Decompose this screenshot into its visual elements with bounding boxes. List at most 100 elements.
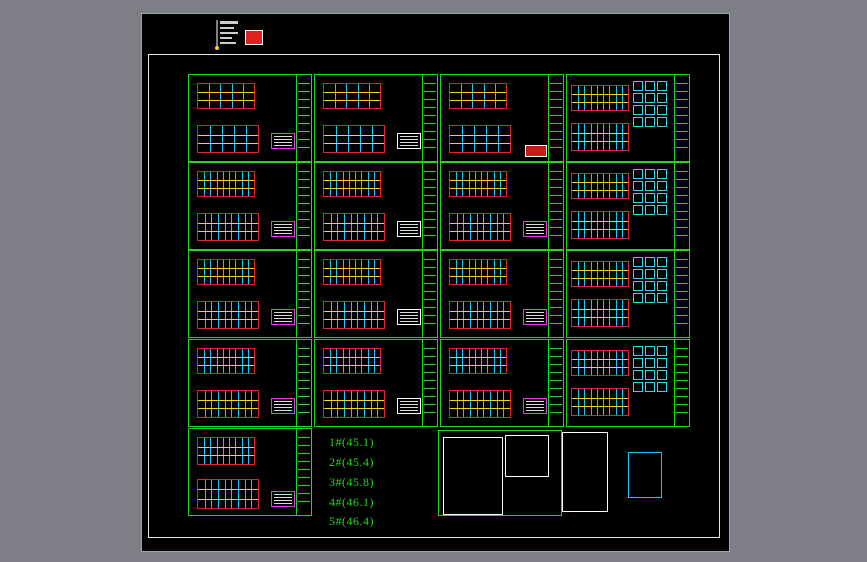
grid-axis xyxy=(498,126,499,152)
drawing-sheet[interactable] xyxy=(440,339,564,427)
grid-axis xyxy=(578,124,579,150)
grid-axis xyxy=(462,349,463,373)
floor-plan xyxy=(323,390,385,418)
grid-axis xyxy=(245,391,246,417)
floor-plan xyxy=(323,348,381,374)
grid-axis xyxy=(597,351,598,375)
grid-axis xyxy=(229,349,230,373)
grid-axis xyxy=(469,172,470,196)
grid-axis xyxy=(251,480,252,508)
grid-axis xyxy=(361,172,362,196)
dimension-line xyxy=(450,357,506,358)
dimension-line xyxy=(198,365,254,366)
legend-card[interactable] xyxy=(628,452,662,498)
dimension-line xyxy=(198,357,254,358)
grid-axis xyxy=(591,86,592,110)
dimension-line xyxy=(450,268,506,269)
grid-axis xyxy=(477,391,478,417)
dimension-line xyxy=(198,311,258,312)
grid-axis xyxy=(475,349,476,373)
drawing-sheet[interactable] xyxy=(188,74,312,162)
floor-plan xyxy=(449,348,507,374)
drawing-sheet[interactable] xyxy=(566,250,690,338)
drawing-sheet[interactable] xyxy=(314,250,438,338)
grid-axis xyxy=(578,86,579,110)
drawing-sheet[interactable] xyxy=(566,339,690,427)
drawing-sheet[interactable] xyxy=(440,250,564,338)
floor-plan xyxy=(197,390,259,418)
grid-axis xyxy=(374,349,375,373)
dimension-line xyxy=(450,135,510,136)
drawing-sheet[interactable] xyxy=(314,74,438,162)
grid-axis xyxy=(603,212,604,238)
drawing-sheet[interactable] xyxy=(188,162,312,250)
dimension-line xyxy=(324,92,380,93)
grid-axis xyxy=(469,260,470,284)
grid-axis xyxy=(483,391,484,417)
floor-plan xyxy=(197,125,259,153)
grid-axis xyxy=(204,172,205,196)
drawing-sheet[interactable] xyxy=(566,74,690,162)
floor-plan xyxy=(571,85,629,111)
grid-axis xyxy=(490,391,491,417)
title-block xyxy=(296,163,311,249)
grid-axis xyxy=(597,174,598,198)
grid-axis xyxy=(377,214,378,240)
grid-axis xyxy=(225,302,226,328)
floor-plan xyxy=(449,171,507,197)
dimension-line xyxy=(572,94,628,95)
grid-axis xyxy=(205,391,206,417)
detail-sheet[interactable] xyxy=(438,430,562,516)
grid-axis xyxy=(364,214,365,240)
grid-axis xyxy=(470,302,471,328)
grid-axis xyxy=(217,172,218,196)
drawing-sheet[interactable] xyxy=(188,250,312,338)
grid-axis xyxy=(622,389,623,415)
dimension-line xyxy=(324,408,384,409)
drawing-sheet[interactable] xyxy=(188,428,312,516)
grid-axis xyxy=(368,260,369,284)
grid-axis xyxy=(475,172,476,196)
dimension-line xyxy=(450,188,506,189)
floor-plan xyxy=(571,211,629,239)
grid-axis xyxy=(218,391,219,417)
grid-axis xyxy=(218,480,219,508)
grid-axis xyxy=(368,349,369,373)
drawing-sheet[interactable] xyxy=(314,162,438,250)
notes-block xyxy=(271,491,295,507)
drawing-sheet[interactable] xyxy=(566,162,690,250)
grid-axis xyxy=(372,126,373,152)
grid-axis xyxy=(343,349,344,373)
dimension-line xyxy=(198,143,258,144)
grid-axis xyxy=(457,302,458,328)
grid-axis xyxy=(210,172,211,196)
grid-axis xyxy=(584,86,585,110)
grid-axis xyxy=(490,302,491,328)
grid-axis xyxy=(343,172,344,196)
grid-axis xyxy=(616,174,617,198)
grid-axis xyxy=(484,84,485,108)
dimension-line xyxy=(198,180,254,181)
grid-axis xyxy=(246,126,247,152)
grid-axis xyxy=(622,262,623,286)
dimension-line xyxy=(572,309,628,310)
grid-axis xyxy=(486,126,487,152)
dimension-line xyxy=(572,359,628,360)
drawing-sheet[interactable] xyxy=(314,339,438,427)
floor-plan xyxy=(571,350,629,376)
dimension-line xyxy=(572,406,628,407)
title-block xyxy=(296,340,311,426)
grid-axis xyxy=(616,389,617,415)
grid-axis xyxy=(609,86,610,110)
floor-plan xyxy=(197,301,259,329)
drawing-sheet[interactable] xyxy=(440,74,564,162)
grid-axis xyxy=(377,302,378,328)
grid-axis xyxy=(483,214,484,240)
notes-block xyxy=(523,398,547,414)
building-label: 4#(46.1) xyxy=(329,495,374,509)
drawing-sheet[interactable] xyxy=(440,162,564,250)
drawing-sheet[interactable] xyxy=(188,339,312,427)
grid-axis xyxy=(591,212,592,238)
grid-axis xyxy=(461,84,462,108)
grid-axis xyxy=(456,260,457,284)
